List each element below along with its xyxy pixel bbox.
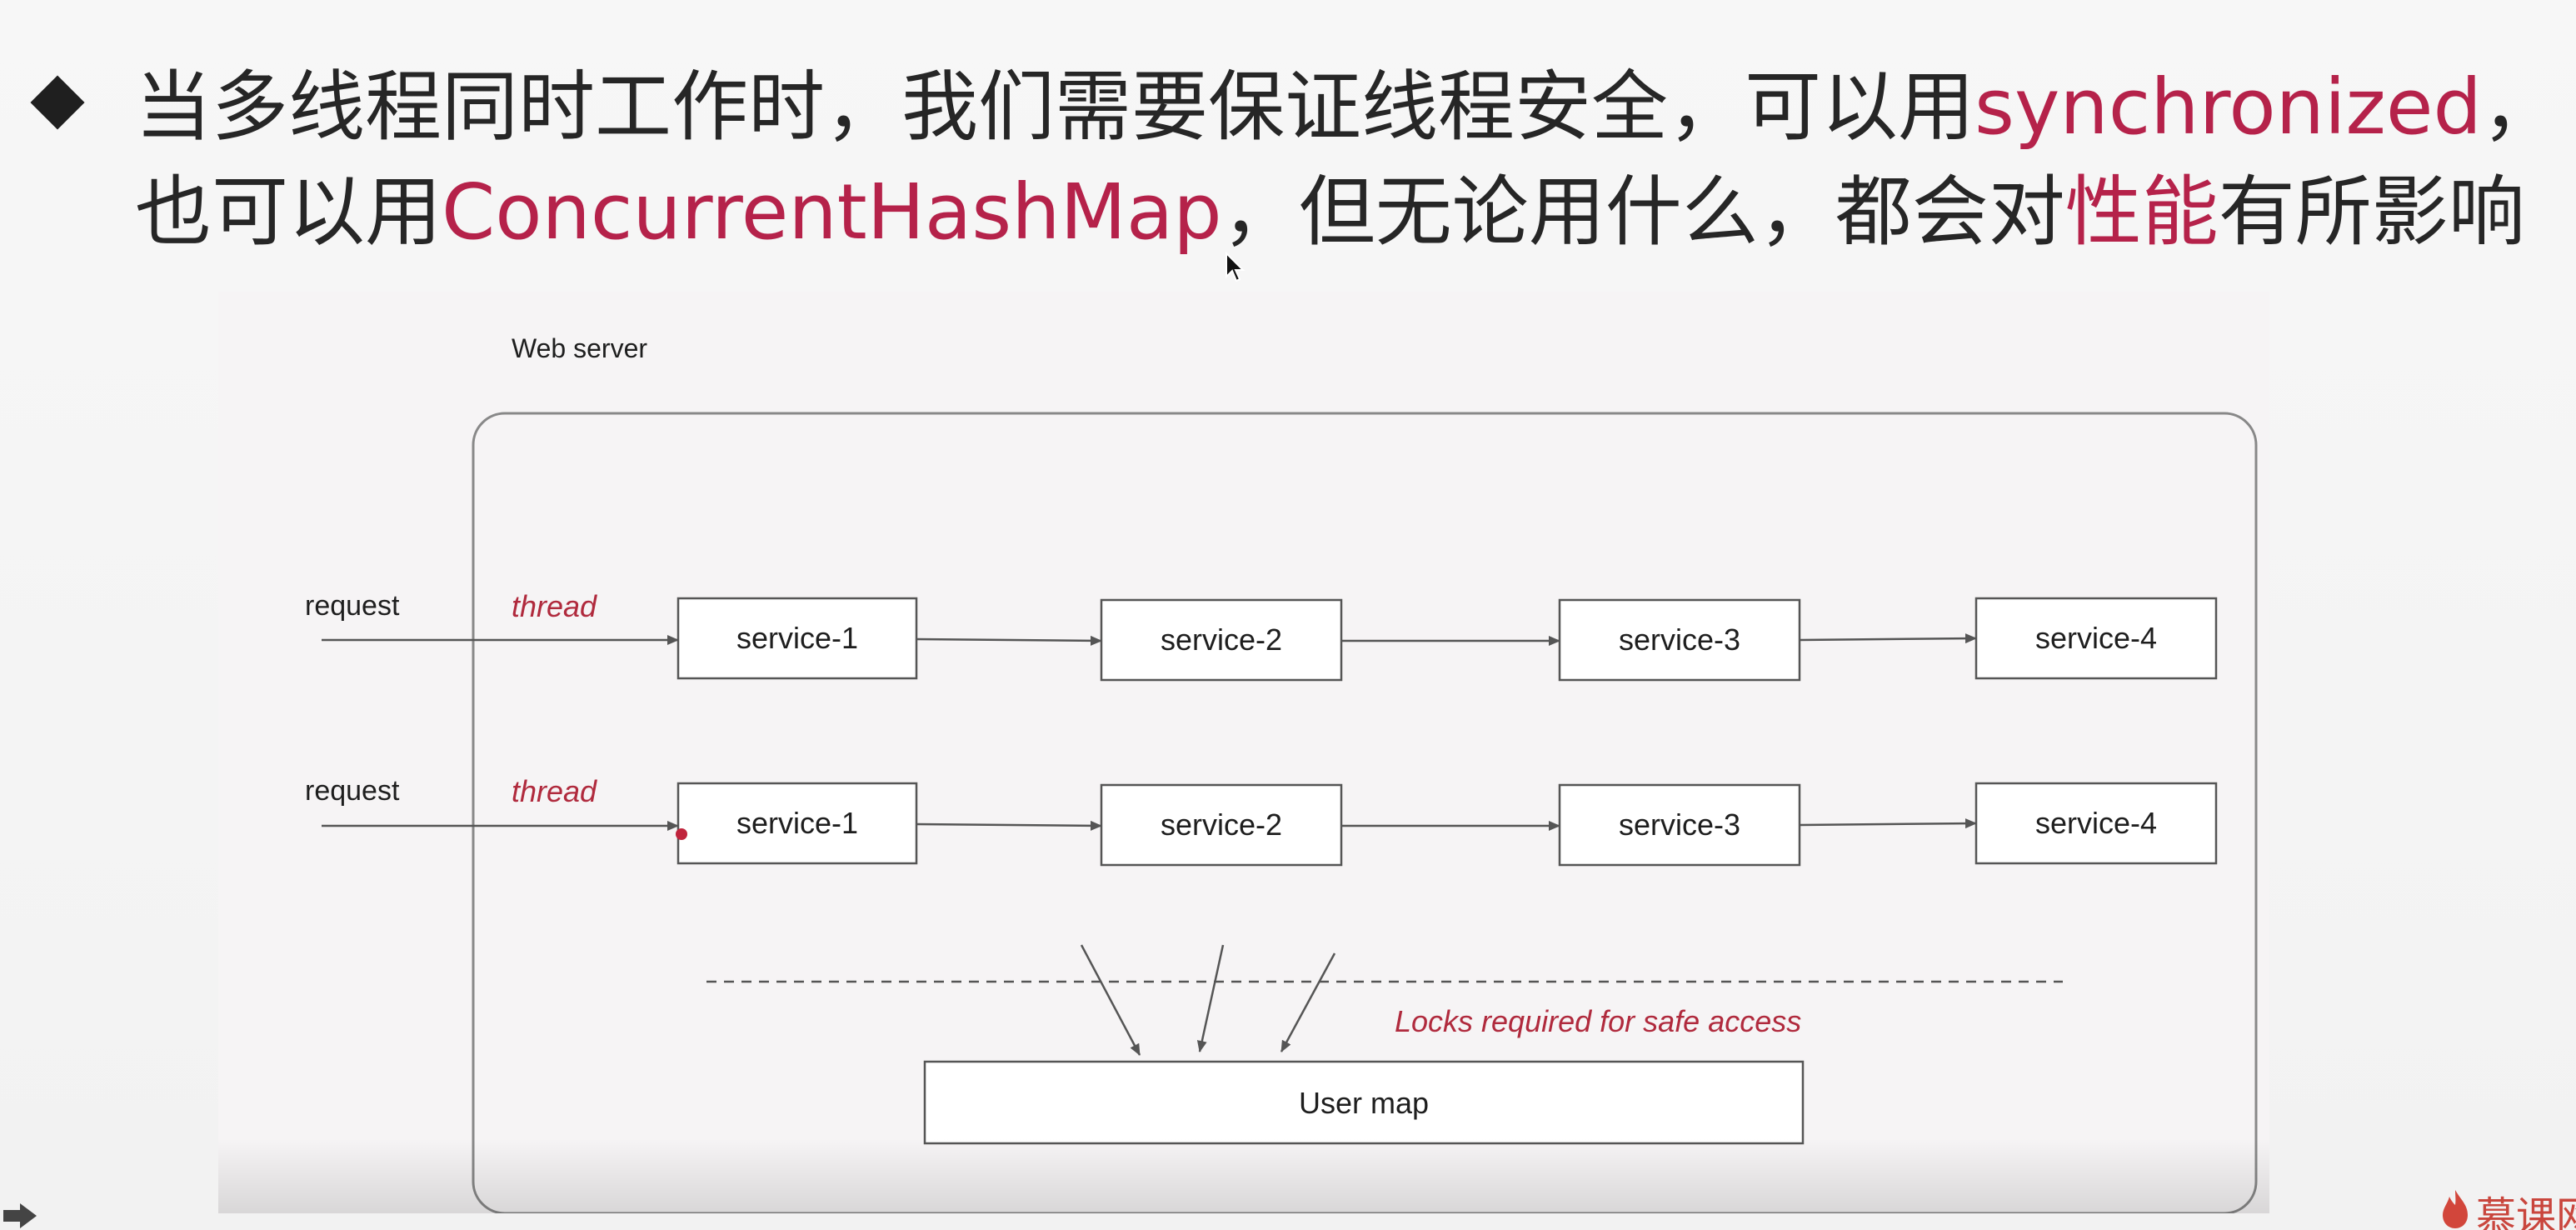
keyword-synchronized: synchronized [1974, 62, 2482, 152]
service-box [1974, 782, 2218, 865]
heading-line-2-prefix: 也可以用 [135, 168, 442, 257]
heading-bullet-point: 当多线程同时工作时，我们需要保证线程安全，可以用synchronized， 也可… [30, 55, 2563, 265]
request-row-2: request thread service-1 service-2 servi… [305, 774, 2218, 867]
access-arrow [1080, 944, 1141, 1056]
access-arrow [1196, 944, 1225, 1052]
service-label: service-2 [1161, 808, 1282, 842]
flow-arrow [1799, 633, 1977, 644]
thread-position-dot [676, 828, 687, 840]
heading-line-2-suffix: 有所影响 [2218, 168, 2525, 257]
heading-line-1-prefix: 当多线程同时工作时，我们需要保证线程安全，可以用 [135, 62, 1975, 152]
heading-text: 当多线程同时工作时，我们需要保证线程安全，可以用synchronized， 也可… [135, 55, 2559, 265]
web-server-container [472, 412, 2258, 1213]
service-label: service-2 [1161, 622, 1282, 657]
service-label: service-1 [736, 806, 858, 840]
diamond-bullet-icon [30, 75, 85, 130]
service-box [676, 782, 918, 865]
panel-bottom-shade [218, 1138, 2269, 1213]
request-label: request [305, 590, 400, 622]
thread-label: thread [512, 774, 597, 808]
service-label: service-4 [2035, 806, 2157, 840]
service-box [676, 597, 918, 680]
architecture-diagram: Web server request thread service-1 serv… [305, 333, 2258, 1213]
heading-line-2-middle: ，但无论用什么，都会对 [1221, 168, 2065, 257]
thread-label: thread [512, 589, 597, 623]
service-box [1558, 783, 1801, 867]
service-box [1100, 783, 1343, 867]
watermark-logo: 慕课网 [2434, 1180, 2576, 1230]
service-label: service-3 [1619, 622, 1740, 657]
service-label: service-1 [736, 621, 858, 655]
diagram-panel: Web server request thread service-1 serv… [218, 292, 2269, 1213]
flow-arrow [1799, 818, 1977, 829]
mouse-pointer-icon [1226, 252, 1246, 282]
service-box [1100, 598, 1343, 682]
service-label: service-4 [2035, 621, 2157, 655]
flow-arrow [916, 635, 1102, 646]
flame-logo-icon [2443, 1190, 2468, 1228]
flow-arrow [916, 820, 1102, 831]
request-label: request [305, 775, 400, 807]
user-map-box [923, 1060, 1805, 1145]
heading-line-2: 也可以用ConcurrentHashMap，但无论用什么，都会对性能有所影响 [135, 160, 2559, 265]
request-row-1: request thread service-1 service-2 servi… [305, 589, 2218, 682]
heading-line-1: 当多线程同时工作时，我们需要保证线程安全，可以用synchronized， [135, 55, 2559, 160]
keyword-performance: 性能 [2064, 168, 2219, 257]
user-map-label: User map [1299, 1086, 1429, 1120]
play-arrow-icon [3, 1203, 37, 1228]
service-box [1974, 597, 2218, 680]
logo-text: 慕课网 [2476, 1193, 2576, 1230]
keyword-concurrenthashmap: ConcurrentHashMap [442, 168, 1222, 257]
lock-annotation: Locks required for safe access [1395, 1004, 1801, 1038]
access-arrow [1280, 952, 1336, 1052]
heading-line-1-suffix: ， [2481, 62, 2559, 152]
web-server-label: Web server [512, 333, 647, 363]
service-label: service-3 [1619, 808, 1740, 842]
